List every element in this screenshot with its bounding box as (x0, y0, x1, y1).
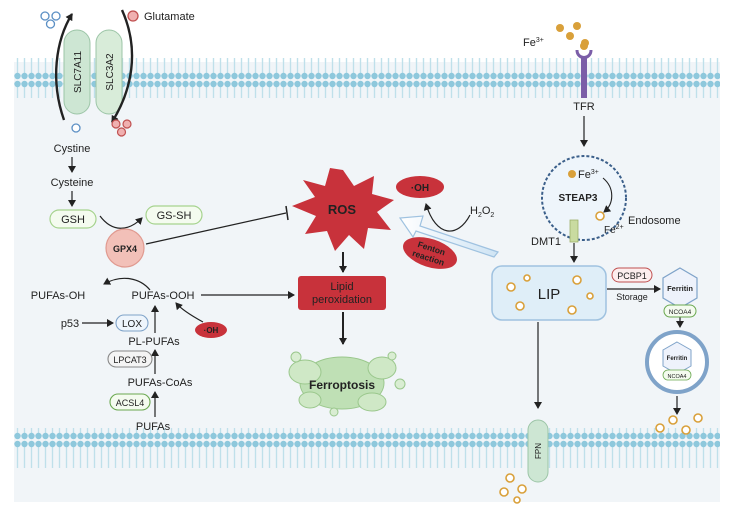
gssh-label: GS-SH (157, 210, 192, 222)
ncoa4-inner-box (662, 369, 692, 381)
lox-label: LOX (122, 319, 142, 330)
reduction-arrow (602, 177, 613, 213)
glutamate-molecules-bottom (111, 119, 132, 137)
fe2-label: Fe2+ (604, 224, 624, 236)
slc7a11-transporter (63, 29, 91, 115)
gpx4-enzyme (105, 228, 145, 268)
fe3-top-label: Fe3+ (523, 37, 544, 49)
cystine-label: Cystine (54, 143, 91, 155)
pl-pufas-label: PL-PUFAs (128, 336, 180, 348)
pufas-coas-label: PUFAs-CoAs (128, 377, 193, 389)
pufas-label: PUFAs (136, 421, 171, 433)
slc7a11-label: SLC7A11 (73, 51, 84, 94)
fpn-label: FPN (534, 443, 543, 459)
lipid-line2: peroxidation (312, 294, 372, 306)
lip-iron-dots (506, 274, 594, 315)
hydroxyl-small-label: ·OH (204, 326, 219, 335)
dmt1-transporter (569, 219, 579, 243)
bottom-membrane (14, 428, 720, 468)
ncoa4-label: NCOA4 (669, 309, 692, 316)
glutamate-label: Glutamate (144, 11, 195, 23)
gsh-box (49, 209, 97, 229)
glutamate-molecules-top (40, 11, 61, 29)
endosome-label: Endosome (628, 215, 681, 227)
steap3-label: STEAP3 (559, 193, 598, 204)
lip-label: LIP (538, 286, 561, 303)
pufas-ooh-to-oh-arrow (103, 277, 151, 291)
slc3a2-label: SLC3A2 (105, 53, 116, 91)
fe2-endosome-dot (595, 211, 605, 221)
pcbp1-label: PCBP1 (617, 271, 647, 281)
glutamate-icon (127, 10, 139, 22)
gssh-box (145, 205, 203, 225)
slc3a2-transporter (95, 29, 123, 115)
h2o2-label: H2O2 (470, 205, 494, 219)
acsl4-box (109, 393, 151, 411)
h2o2-to-oh-arrow (423, 203, 471, 232)
ferroptosis-label: Ferroptosis (309, 378, 375, 392)
pcbp1-box (611, 267, 653, 283)
fe3-endosome-dot (568, 170, 576, 178)
fe3-extracellular-cluster (556, 22, 589, 47)
gsh-label: GSH (61, 214, 85, 226)
gpx4-label: GPX4 (113, 244, 137, 254)
ferritin-inner-label: Ferritin (667, 356, 688, 362)
ncoa4-inner-label: NCOA4 (668, 374, 687, 380)
lpcat3-label: LPCAT3 (113, 355, 146, 365)
tfr-label: TFR (573, 101, 594, 113)
fe3-endosome-label: Fe3+ (578, 169, 599, 181)
oh-to-pufas-ooh-arrow (175, 302, 204, 323)
pufas-ooh-label: PUFAs-OOH (132, 290, 195, 302)
cysteine-label: Cysteine (51, 177, 94, 189)
pufas-oh-label: PUFAs-OH (31, 290, 85, 302)
endosome (541, 155, 627, 241)
gsh-to-gssh-arrow (99, 215, 143, 229)
exported-iron-dots (499, 473, 527, 504)
ferritin-label: Ferritin (667, 284, 693, 293)
cystine-molecule (71, 123, 81, 133)
storage-label: Storage (616, 292, 648, 302)
p53-label: p53 (61, 318, 79, 330)
tfr-receptor (575, 42, 593, 98)
hydroxyl-radical-small (195, 322, 227, 338)
lipid-line1: Lipid (330, 281, 353, 293)
inhibition-bar (285, 205, 289, 221)
ros-burst (292, 168, 394, 251)
fenton-reaction-badge: Fenton reaction (403, 237, 457, 269)
gpx4-inhibits-ros-line (145, 212, 287, 245)
acsl4-label: ACSL4 (116, 398, 145, 408)
export-arrow (54, 13, 74, 121)
released-iron-dots (655, 413, 703, 435)
ros-label: ROS (328, 202, 357, 217)
dmt1-label: DMT1 (531, 236, 561, 248)
lipid-peroxidation-box (298, 276, 386, 310)
fenton-arrow (398, 215, 500, 258)
hydroxyl-radical-top (396, 176, 444, 198)
hydroxyl-top-label: ·OH (411, 183, 429, 194)
lpcat3-box (107, 350, 153, 368)
ferroptosis-cell-debris (288, 351, 406, 417)
import-arrow (110, 9, 134, 123)
ncoa4-box (663, 304, 697, 318)
fpn-transporter (527, 419, 549, 483)
lox-box (115, 314, 149, 332)
